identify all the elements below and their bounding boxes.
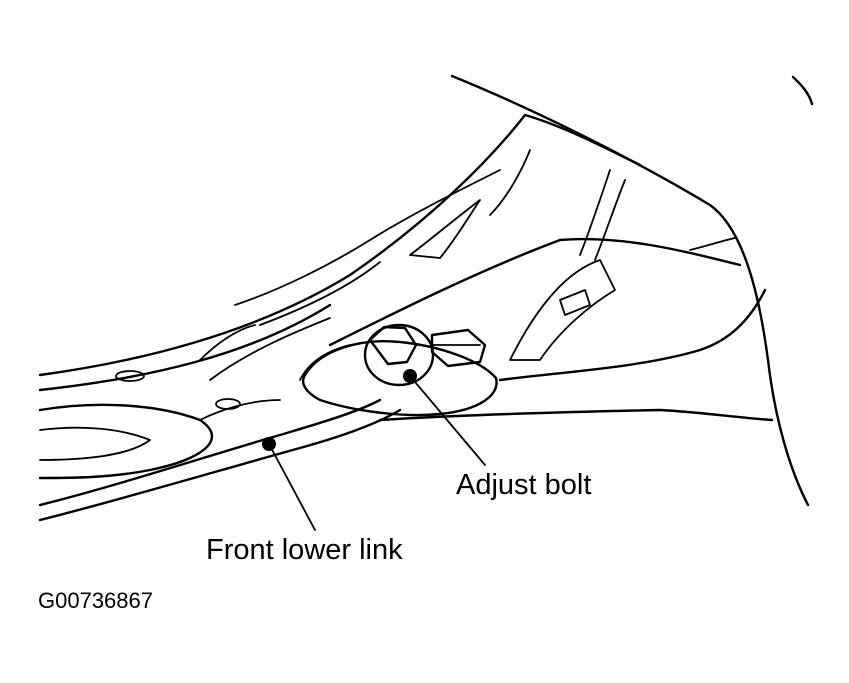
lower-arm-body (38, 370, 281, 480)
body-panel (450, 74, 814, 507)
adjust-bolt-label: Adjust bolt (456, 469, 592, 501)
figure-code: G00736867 (38, 588, 153, 613)
front-lower-link (38, 344, 402, 522)
bushing (301, 323, 498, 417)
leader-front-lower-link (262, 437, 316, 531)
crossmember (38, 113, 642, 392)
front-lower-link-label: Front lower link (206, 534, 403, 566)
leader-adjust-bolt (403, 369, 486, 466)
rear-link (328, 169, 774, 422)
adjust-bolt-icon (368, 325, 487, 368)
